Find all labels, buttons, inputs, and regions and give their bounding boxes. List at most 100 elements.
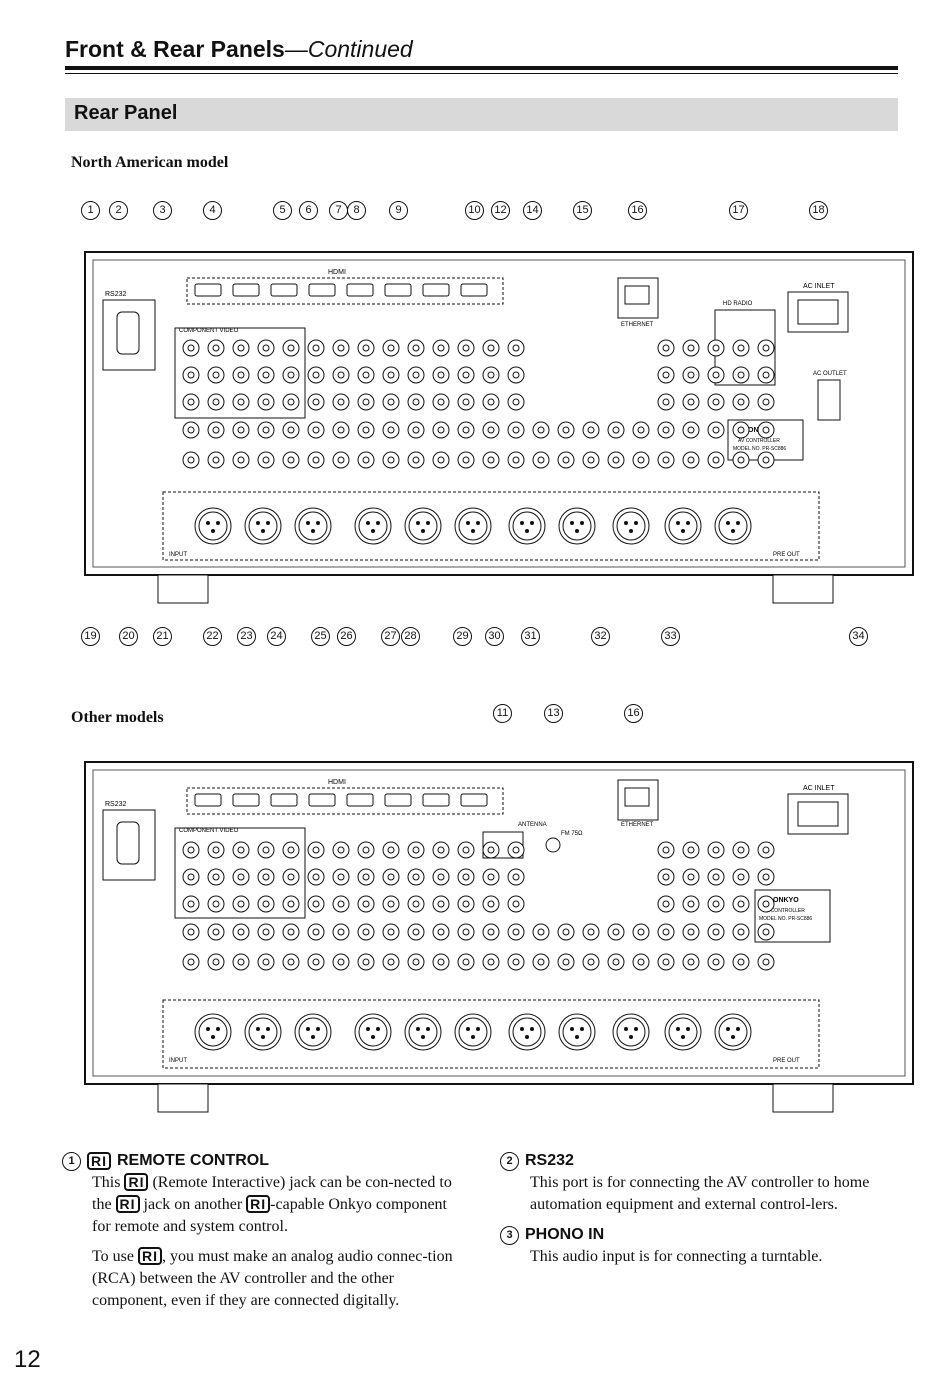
xlr-connector — [194, 507, 232, 545]
ri-logo: RI — [124, 1173, 149, 1191]
label-model-no-2: MODEL NO. PR-SC886 — [759, 916, 812, 922]
rear-panel-north-american: RS232 HDMI ETHERNET AC INLET AC OUTLET H… — [84, 251, 914, 604]
callout-8: 8 — [347, 201, 366, 220]
xlr-connector — [714, 507, 752, 545]
xlr-connector — [508, 507, 546, 545]
callout-16: 16 — [624, 704, 643, 723]
label-hdmi-2: HDMI — [328, 779, 346, 786]
xlr-connector — [354, 1013, 392, 1051]
label-model-no: MODEL NO. PR-SC886 — [733, 446, 786, 452]
label-ethernet-2: ETHERNET — [621, 822, 654, 828]
callout-13: 13 — [544, 704, 563, 723]
header-rule — [65, 66, 898, 70]
callout-25: 25 — [311, 627, 330, 646]
callout-14: 14 — [523, 201, 542, 220]
xlr-connector — [404, 1013, 442, 1051]
callout-12: 12 — [491, 201, 510, 220]
callout-20: 20 — [119, 627, 138, 646]
hdmi-port — [194, 283, 222, 297]
callout-3: 3 — [153, 201, 172, 220]
callout-18: 18 — [809, 201, 828, 220]
callout-6: 6 — [299, 201, 318, 220]
callout-30: 30 — [485, 627, 504, 646]
callout-24: 24 — [267, 627, 286, 646]
label-rs232-2: RS232 — [105, 801, 127, 808]
callout-26: 26 — [337, 627, 356, 646]
callout-11: 11 — [493, 704, 512, 723]
xlr-connector — [612, 507, 650, 545]
section-band: Rear Panel — [65, 98, 898, 131]
label-ac-inlet-2: AC INLET — [803, 785, 835, 792]
ri-logo: RI — [137, 1247, 162, 1265]
callout-29: 29 — [453, 627, 472, 646]
xlr-connector — [354, 507, 392, 545]
callout-10: 10 — [465, 201, 484, 220]
label-component-video-2: COMPONENT VIDEO — [179, 828, 239, 834]
hdmi-port — [346, 793, 374, 807]
label-ac-inlet: AC INLET — [803, 283, 835, 290]
hdmi-port — [460, 283, 488, 297]
xlr-connector — [508, 1013, 546, 1051]
hdmi-port — [422, 283, 450, 297]
callout-7: 7 — [329, 201, 348, 220]
xlr-connector — [454, 1013, 492, 1051]
callout-19: 19 — [81, 627, 100, 646]
label-input: INPUT — [169, 552, 187, 558]
label-pre-out: PRE OUT — [773, 552, 800, 558]
label-ethernet: ETHERNET — [621, 322, 654, 328]
hdmi-port — [270, 283, 298, 297]
xlr-connector — [664, 1013, 702, 1051]
callout-31: 31 — [521, 627, 540, 646]
callout-22: 22 — [203, 627, 222, 646]
callout-num: 1 — [62, 1151, 81, 1171]
label-onkyo-2: ONKYO — [773, 897, 799, 904]
callout-21: 21 — [153, 627, 172, 646]
ri-logo: RI — [115, 1195, 140, 1213]
section-title: Rear Panel — [74, 102, 178, 124]
callout-17: 17 — [729, 201, 748, 220]
model-label-north-american: North American model — [71, 154, 229, 171]
hdmi-port — [422, 793, 450, 807]
hdmi-port — [460, 793, 488, 807]
hdmi-port — [384, 793, 412, 807]
hdmi-port — [384, 283, 412, 297]
callout-23: 23 — [237, 627, 256, 646]
xlr-connector — [454, 507, 492, 545]
callout-4: 4 — [203, 201, 222, 220]
callout-34: 34 — [849, 627, 868, 646]
label-antenna: ANTENNA — [518, 822, 547, 828]
label-hd-radio: HD RADIO — [723, 301, 753, 307]
hdmi-port — [194, 793, 222, 807]
hdmi-port — [232, 283, 260, 297]
callout-27: 27 — [381, 627, 400, 646]
callout-9: 9 — [389, 201, 408, 220]
xlr-connector — [194, 1013, 232, 1051]
label-fm: FM 75Ω — [561, 831, 583, 837]
xlr-connector — [558, 1013, 596, 1051]
xlr-connector — [404, 507, 442, 545]
ri-logo: RI — [246, 1195, 271, 1213]
label-hdmi: HDMI — [328, 269, 346, 276]
header-rule-thin — [65, 73, 898, 74]
page-header: Front & Rear Panels—Continued — [65, 36, 413, 62]
model-label-other: Other models — [71, 709, 164, 726]
label-av-controller: AV CONTROLLER — [738, 438, 780, 444]
xlr-connector — [664, 507, 702, 545]
callout-15: 15 — [573, 201, 592, 220]
xlr-connector — [244, 507, 282, 545]
ri-logo: RI — [87, 1152, 111, 1170]
label-component-video: COMPONENT VIDEO — [179, 328, 239, 334]
callout-33: 33 — [661, 627, 680, 646]
xlr-connector — [294, 1013, 332, 1051]
hdmi-port — [270, 793, 298, 807]
xlr-connector — [294, 507, 332, 545]
hdmi-port — [308, 793, 336, 807]
hdmi-port — [232, 793, 260, 807]
callout-32: 32 — [591, 627, 610, 646]
callout-16: 16 — [628, 201, 647, 220]
callout-2: 2 — [109, 201, 128, 220]
callout-num: 2 — [500, 1151, 519, 1171]
hdmi-port — [308, 283, 336, 297]
